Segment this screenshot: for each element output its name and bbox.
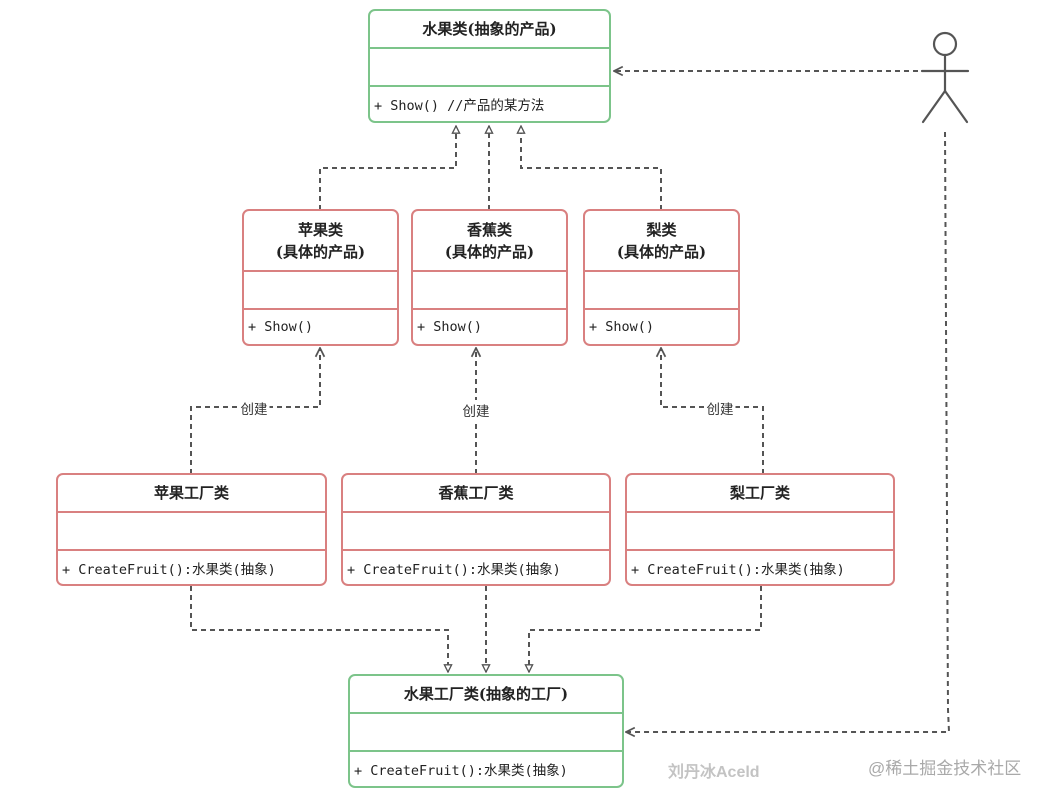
title-line: 梨工厂类 [729,484,790,502]
client-edge-to-factory [626,131,951,732]
pear-factory-class[interactable]: 梨工厂类 + CreateFruit():水果类(抽象) [625,473,895,586]
create-label-banana: 创建 [460,400,492,420]
method-text: + Show() [417,319,483,335]
class-title: 香蕉工厂类 [343,475,609,513]
method-text: + Show() [248,319,314,335]
attributes-section [627,513,893,551]
actor-right-leg [943,89,969,124]
class-title: 梨工厂类 [627,475,893,513]
banana-class[interactable]: 香蕉类 (具体的产品) + Show() [411,209,568,346]
title-line: 香蕉工厂类 [438,484,514,502]
title-line: 苹果类 [297,220,343,239]
class-title: 水果工厂类(抽象的工厂) [350,676,622,714]
class-title: 水果类(抽象的产品) [370,11,609,49]
attributes-section [343,513,609,551]
client-actor-icon [920,31,970,124]
attributes-section [370,49,609,87]
title-line: 香蕉类 [466,220,512,239]
title-line: 水果工厂类(抽象的工厂) [403,685,569,703]
fruit-abstract-class[interactable]: 水果类(抽象的产品) + Show() //产品的某方法 [368,9,611,123]
class-title: 苹果工厂类 [58,475,325,513]
method-text: + CreateFruit():水果类(抽象) [347,561,561,578]
title-line: 梨类 [646,220,677,239]
realize-edge-apple-factory [190,586,448,672]
title-line: (具体的产品) [444,242,535,261]
method-text: + CreateFruit():水果类(抽象) [62,561,276,578]
attributes-section [585,272,738,310]
factory-abstract-class[interactable]: 水果工厂类(抽象的工厂) + CreateFruit():水果类(抽象) [348,674,624,788]
pear-class[interactable]: 梨类 (具体的产品) + Show() [583,209,740,346]
attributes-section [413,272,566,310]
title-line: 水果类(抽象的产品) [422,20,557,38]
attributes-section [244,272,397,310]
method-text: + CreateFruit():水果类(抽象) [631,561,845,578]
realize-edge-pear-factory [529,586,762,672]
attributes-section [350,714,622,752]
title-line: (具体的产品) [616,242,707,261]
author-watermark: 刘丹冰Aceld [668,764,760,781]
realize-edge-apple [319,126,456,210]
method-text: + CreateFruit():水果类(抽象) [354,763,568,779]
banana-factory-class[interactable]: 香蕉工厂类 + CreateFruit():水果类(抽象) [341,473,611,586]
attributes-section [58,513,325,551]
class-title: 苹果类 (具体的产品) [244,211,397,272]
site-watermark: @稀土掘金技术社区 [868,759,1022,778]
method-text: + Show() //产品的某方法 [374,98,545,114]
title-line: (具体的产品) [275,242,366,261]
create-label-pear: 创建 [704,398,736,418]
actor-head [932,31,958,57]
apple-factory-class[interactable]: 苹果工厂类 + CreateFruit():水果类(抽象) [56,473,327,586]
title-line: 苹果工厂类 [153,484,229,502]
class-title: 梨类 (具体的产品) [585,211,738,272]
apple-class[interactable]: 苹果类 (具体的产品) + Show() [242,209,399,346]
create-edge-apple [190,348,320,474]
method-text: + Show() [589,319,655,335]
class-title: 香蕉类 (具体的产品) [413,211,566,272]
create-label-apple: 创建 [238,398,270,418]
actor-left-leg [921,89,947,124]
realize-edge-pear [521,126,662,210]
